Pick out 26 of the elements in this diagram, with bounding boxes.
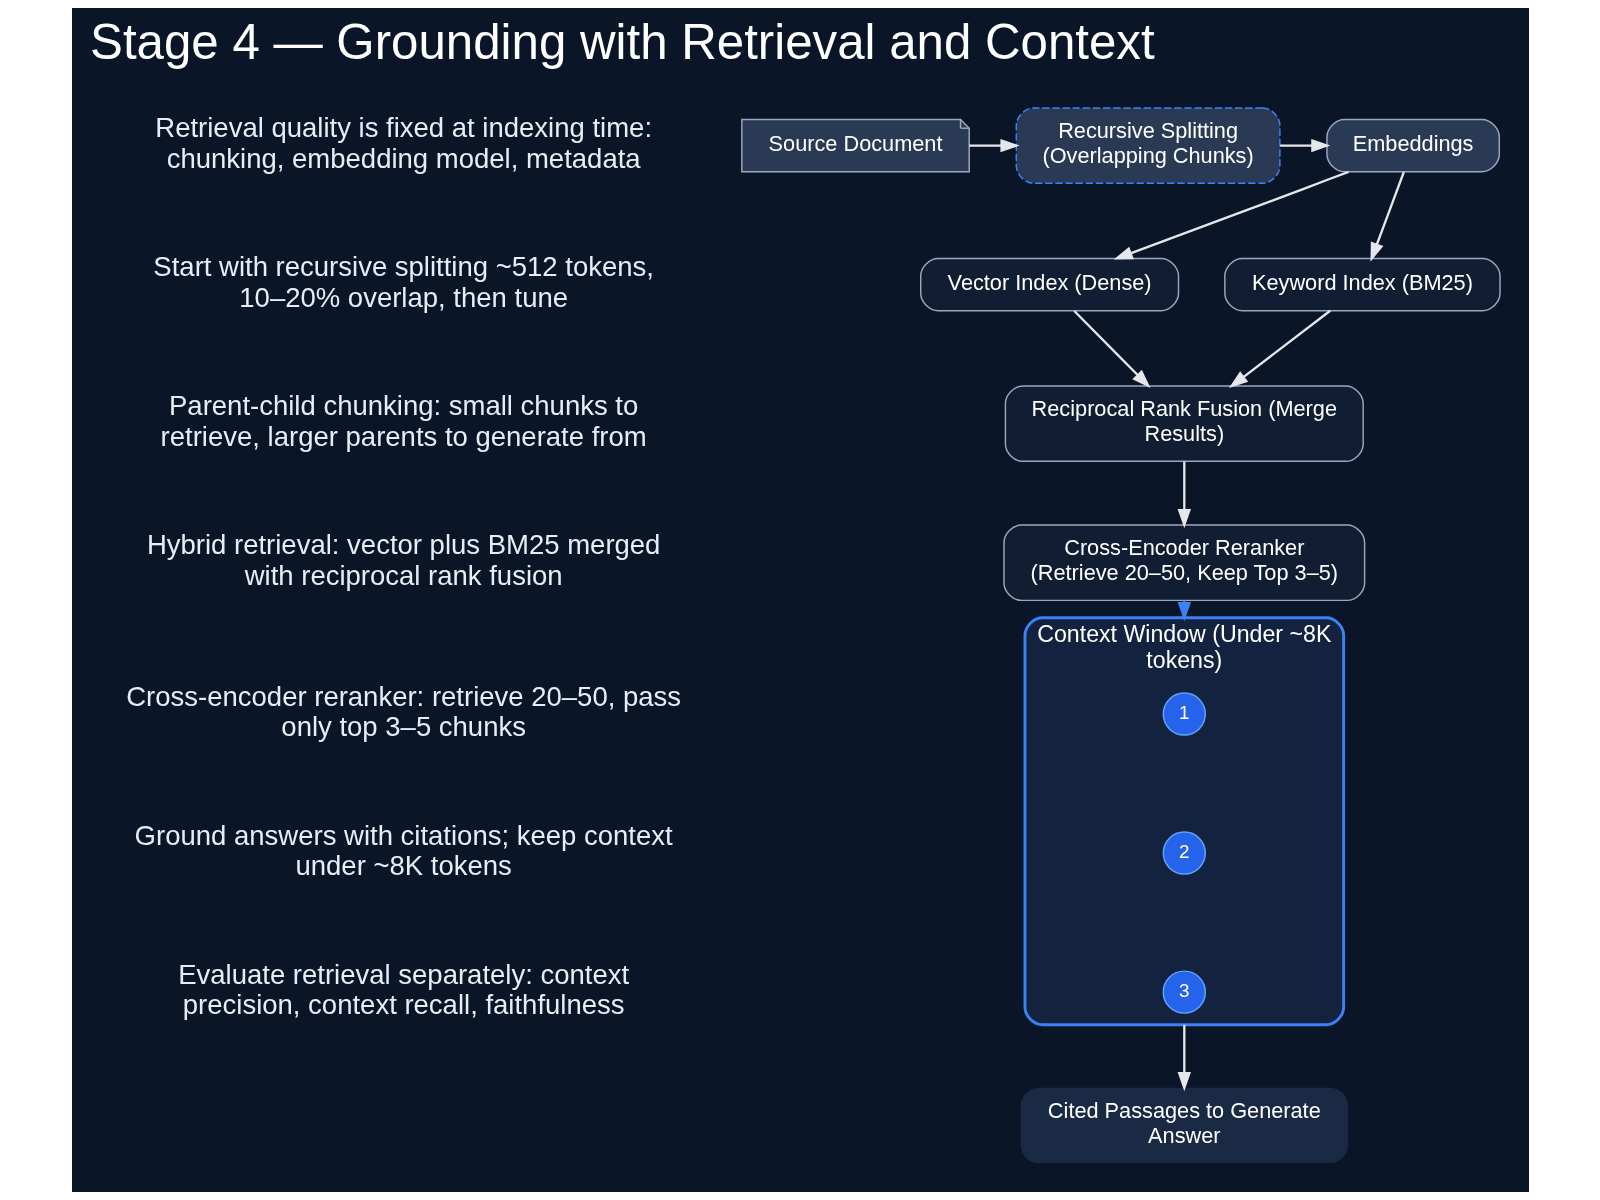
node-circle: 3 (1162, 970, 1206, 1014)
node-box: Keyword Index (BM25) (1223, 257, 1501, 312)
arrow (1113, 170, 1349, 260)
label: Hybrid retrieval: vector plus BM25 merged with reciprocal rank fusion (146, 529, 660, 591)
arrow (1369, 171, 1405, 262)
arrow (1177, 461, 1191, 529)
label: Start with recursive splitting ~512 tokens, 10–20% overlap, then tune (152, 251, 654, 313)
label: Cross-encoder reranker: retrieve 20–50, pass only top 3–5 chunks (125, 680, 681, 743)
node-circle: 2 (1162, 831, 1206, 875)
node-box: Reciprocal Rank Fusion (Merge Results) (1004, 385, 1364, 463)
arrow (1177, 600, 1191, 622)
label: Ground answers with citations; keep context under ~8K tokens (134, 819, 673, 882)
node-box: Embeddings (1325, 118, 1500, 173)
arrow (1177, 1024, 1191, 1092)
node-circle: 1 (1162, 692, 1206, 736)
node-box: Cited Passages to Generate Answer (1020, 1087, 1348, 1164)
arrow (1073, 310, 1151, 389)
label: Evaluate retrieval separately: context precision, context recall, faithfulness (177, 958, 629, 1021)
arrow (1279, 138, 1330, 153)
arrow (968, 138, 1020, 153)
label: Parent-child chunking: small chunks to retrieve, larger parents to generate from (160, 390, 647, 452)
arrow (1228, 309, 1331, 389)
diagram-title: Stage 4 — Grounding with Retrieval and Context (89, 13, 1155, 69)
node-box: Vector Index (Dense) (919, 257, 1179, 312)
label: Retrieval quality is fixed at indexing time: chunking, embedding model, metadata (154, 112, 652, 174)
node-box: Recursive Splitting (Overlapping Chunks) (1015, 107, 1281, 184)
